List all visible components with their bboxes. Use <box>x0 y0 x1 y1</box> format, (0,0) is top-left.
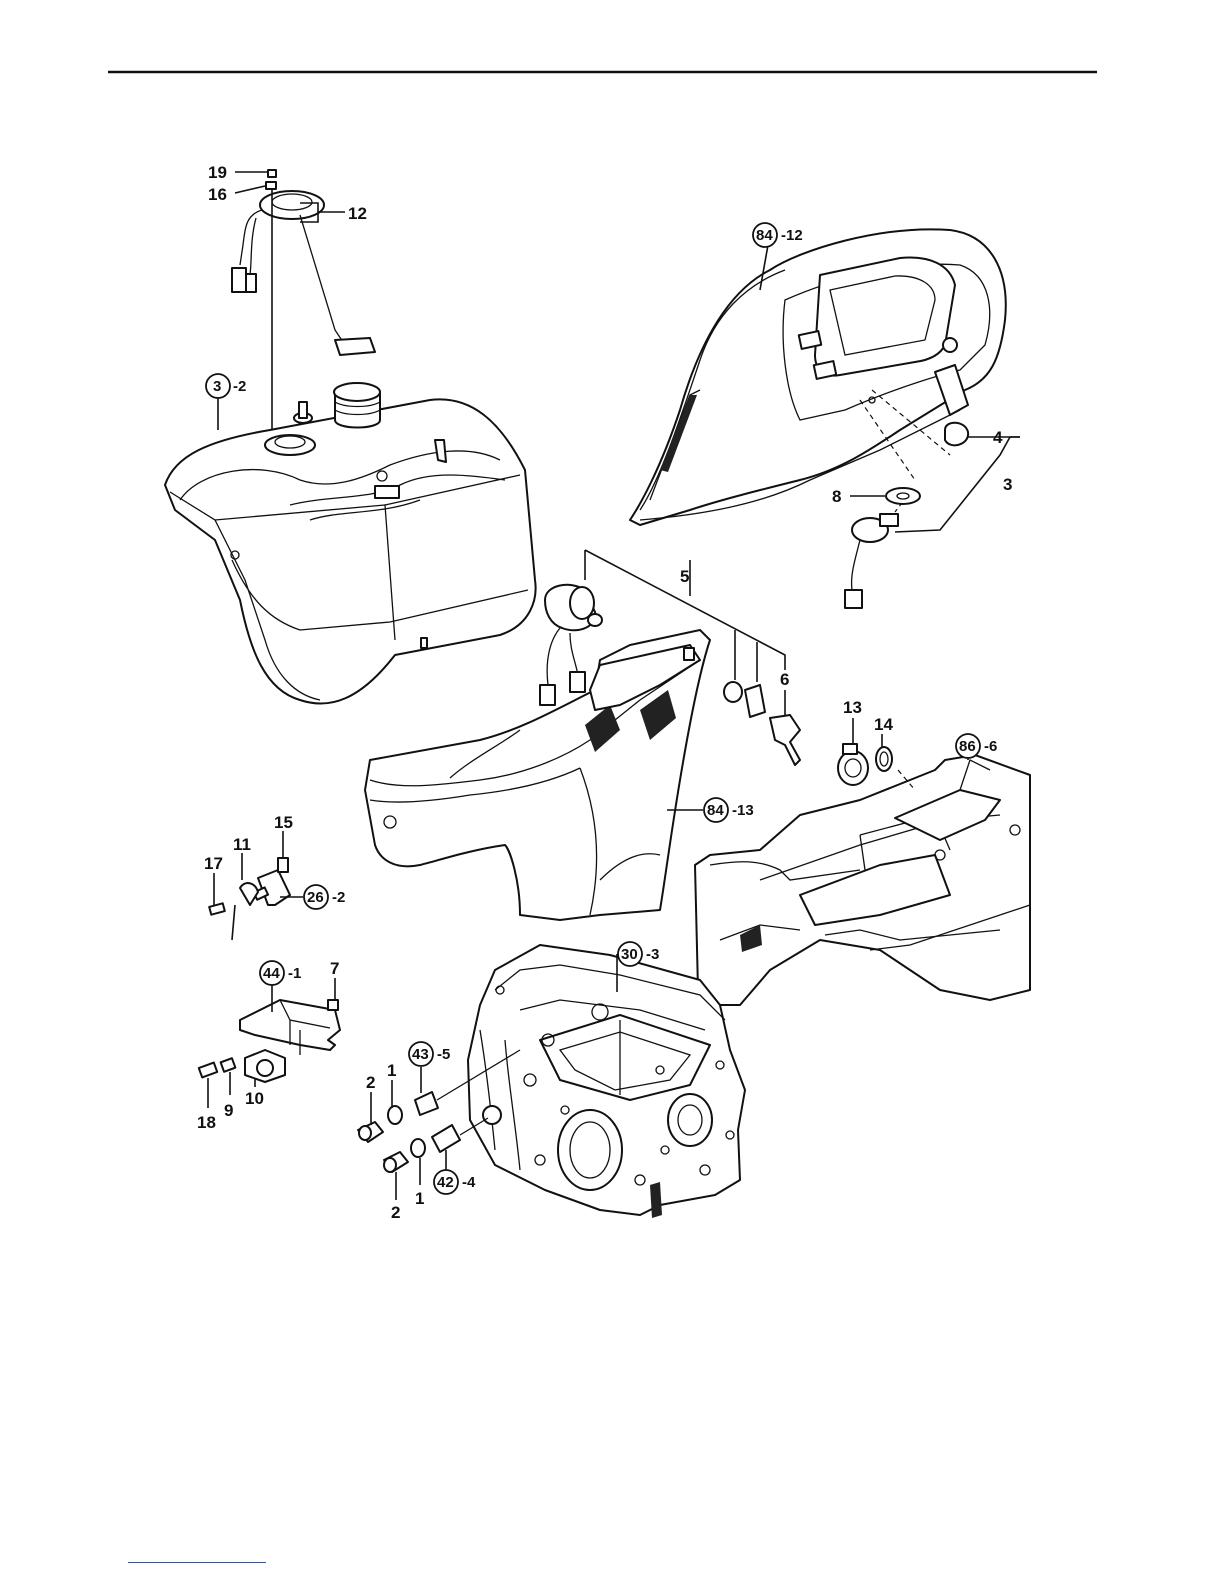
sensor-fittings <box>358 1092 460 1172</box>
ref-3-num: 3 <box>213 378 221 395</box>
callout-2-upper: 2 <box>366 1073 375 1092</box>
footer-link-underline[interactable] <box>128 1562 266 1563</box>
ref-42-4-suffix: -4 <box>462 1174 476 1191</box>
column-cover <box>365 630 710 920</box>
ref-30-3-suffix: -3 <box>646 946 659 963</box>
ref-26-2-suffix: -2 <box>332 889 345 906</box>
callout-17: 17 <box>204 854 223 873</box>
callout-3: 3 <box>1003 475 1012 494</box>
ref-84-12-suffix: -12 <box>781 227 803 244</box>
meter-panel <box>630 229 1006 525</box>
pto-switch-bracket <box>199 1000 340 1082</box>
callout-13: 13 <box>843 698 862 717</box>
ref-84-13-suffix: -13 <box>732 802 754 819</box>
callout-1-lower: 1 <box>415 1189 424 1208</box>
callout-4: 4 <box>993 428 1003 447</box>
callout-10: 10 <box>245 1089 264 1108</box>
callout-16: 16 <box>208 185 227 204</box>
buzzer-switch <box>838 744 892 785</box>
fuel-tank <box>165 383 536 704</box>
callout-6: 6 <box>780 670 789 689</box>
ref-30-3-num: 30 <box>621 946 638 963</box>
callout-19: 19 <box>208 163 227 182</box>
ref-84-12-num: 84 <box>756 227 773 244</box>
callout-15: 15 <box>274 813 293 832</box>
ref-44-1-num: 44 <box>263 965 280 982</box>
callout-9: 9 <box>224 1101 233 1120</box>
callout-2-lower: 2 <box>391 1203 400 1222</box>
step-floor-plate <box>695 755 1030 1005</box>
callout-18: 18 <box>197 1113 216 1132</box>
ref-44-1-suffix: -1 <box>288 965 301 982</box>
callout-1-upper: 1 <box>387 1061 396 1080</box>
callout-12: 12 <box>348 204 367 223</box>
callout-8: 8 <box>832 487 841 506</box>
ref-84-13-num: 84 <box>707 802 724 819</box>
ref-86-6-suffix: -6 <box>984 738 997 755</box>
ref-86-6-num: 86 <box>959 738 976 755</box>
callout-14: 14 <box>874 715 893 734</box>
ref-3-suffix: -2 <box>233 378 246 395</box>
transmission-case <box>468 945 745 1218</box>
callout-5: 5 <box>680 567 689 586</box>
ref-43-5-num: 43 <box>412 1046 429 1063</box>
ref-42-4-num: 42 <box>437 1174 454 1191</box>
callout-11: 11 <box>233 835 251 854</box>
ref-43-5-suffix: -5 <box>437 1046 450 1063</box>
callout-7: 7 <box>330 959 339 978</box>
ref-26-2-num: 26 <box>307 889 324 906</box>
